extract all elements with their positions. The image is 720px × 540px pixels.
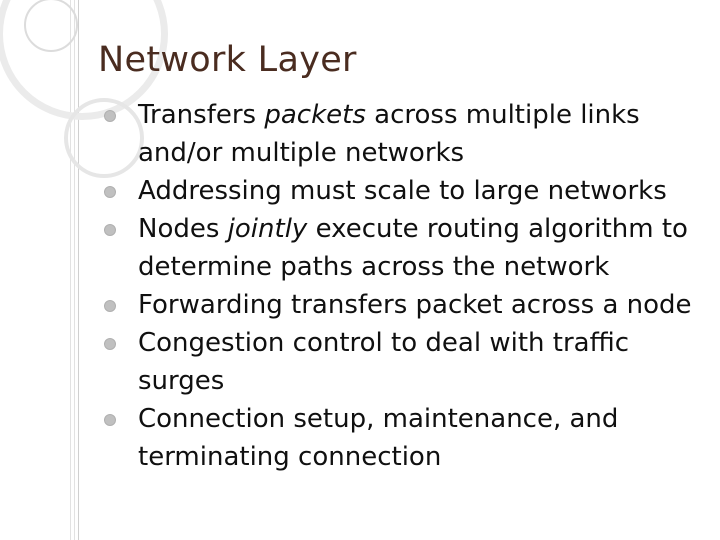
bullet-item: Transfers packets across multiple links …: [104, 96, 704, 172]
bullet-dot-icon: [104, 186, 116, 198]
decorative-circle-small: [24, 0, 78, 52]
bullet-text: execute routing algorithm to determine p…: [138, 214, 688, 282]
bullet-dot-icon: [104, 338, 116, 350]
bullet-item: Connection setup, maintenance, and termi…: [104, 400, 704, 476]
band-stripe: [70, 0, 71, 540]
bullet-text: Transfers: [138, 100, 265, 130]
bullet-text: across multiple links and/or multiple ne…: [138, 100, 640, 168]
bullet-text: Addressing must scale to large networks: [138, 176, 667, 206]
bullet-item: Congestion control to deal with traffic …: [104, 324, 704, 400]
bullet-dot-icon: [104, 110, 116, 122]
bullet-dot-icon: [104, 300, 116, 312]
bullet-text: Nodes: [138, 214, 228, 244]
bullet-text: Forwarding transfers packet across a nod…: [138, 290, 692, 320]
bullet-emphasis: jointly: [227, 214, 308, 244]
bullet-item: Forwarding transfers packet across a nod…: [104, 286, 704, 324]
bullet-text: Congestion control to deal with traffic …: [138, 328, 630, 396]
bullet-list: Transfers packets across multiple links …: [104, 96, 704, 476]
bullet-dot-icon: [104, 414, 116, 426]
band-stripe: [74, 0, 75, 540]
decorative-circle-medium: [64, 98, 144, 178]
bullet-item: Addressing must scale to large networks: [104, 172, 704, 210]
bullet-dot-icon: [104, 224, 116, 236]
slide-title: Network Layer: [98, 40, 357, 80]
bullet-emphasis: packets: [264, 100, 366, 130]
bullet-item: Nodes jointly execute routing algorithm …: [104, 210, 704, 286]
bullet-text: Connection setup, maintenance, and termi…: [138, 404, 619, 472]
